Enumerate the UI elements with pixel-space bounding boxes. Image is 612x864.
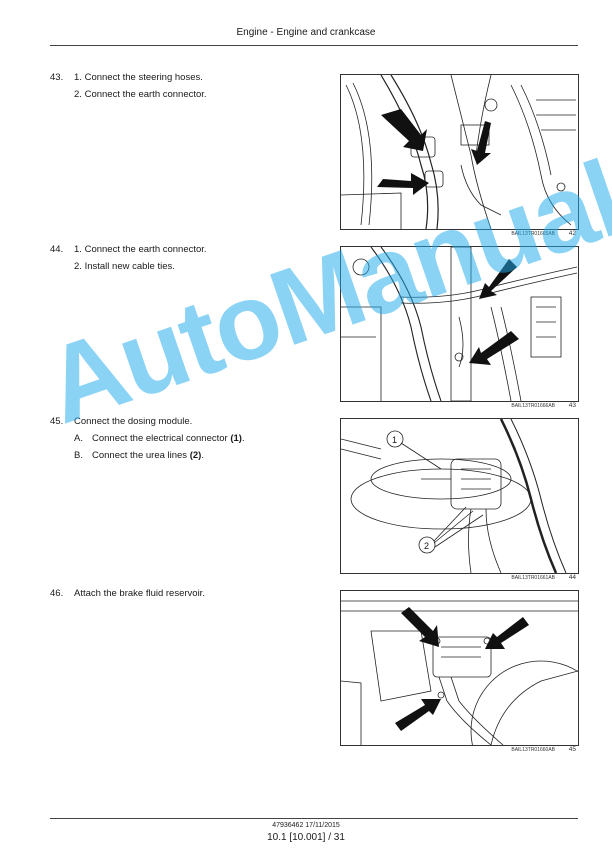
figure-45-illustration bbox=[340, 590, 579, 746]
step-44: 44. 1. Connect the earth connector. 2. In… bbox=[50, 241, 207, 275]
figure-number: 45 bbox=[568, 746, 576, 753]
sub-text: Connect the urea lines bbox=[92, 450, 190, 461]
header-rule bbox=[50, 45, 578, 46]
figure-number: 42 bbox=[568, 230, 576, 237]
callout-circle bbox=[386, 430, 404, 448]
figure-43-illustration bbox=[340, 246, 579, 402]
sub-text: Install new cable ties. bbox=[84, 261, 175, 272]
step-number: 44. bbox=[50, 244, 64, 255]
step-46: 46. Attach the brake fluid reservoir. bbox=[50, 585, 205, 602]
footer-rule bbox=[50, 818, 578, 819]
step-number: 43. bbox=[50, 72, 64, 83]
sub-text: Connect the earth connector. bbox=[84, 89, 207, 100]
sub-text: Connect the steering hoses. bbox=[84, 72, 203, 83]
step-45: 45. Connect the dosing module. A. Connect … bbox=[50, 413, 245, 464]
callout-label-2: 2 bbox=[424, 541, 429, 551]
figure-44-caption: BAIL13TR01661AB 44 bbox=[340, 573, 577, 583]
step-43: 43. 1. Connect the steering hoses. 2. Con… bbox=[50, 69, 207, 103]
figure-code: BAIL13TR01661AB bbox=[511, 575, 555, 581]
sub-marker: 1. bbox=[74, 72, 82, 83]
figure-code: BAIL13TR01665AB bbox=[511, 231, 555, 237]
callout-label-1: 1 bbox=[392, 435, 397, 445]
footer-doc-ref: 47936462 17/11/2015 bbox=[272, 822, 340, 829]
sub-marker: 2. bbox=[74, 261, 82, 272]
sub-marker: 1. bbox=[74, 244, 82, 255]
figure-42-illustration bbox=[340, 74, 579, 230]
callout-circle bbox=[418, 536, 436, 554]
step-number: 46. bbox=[50, 588, 64, 599]
sub-marker: 2. bbox=[74, 89, 82, 100]
figure-code: BAIL13TR01660AB bbox=[511, 747, 555, 753]
sub-text: Connect the earth connector. bbox=[84, 244, 207, 255]
step-number: 45. bbox=[50, 416, 64, 427]
figure-number: 44 bbox=[568, 574, 576, 581]
sub-text: Connect the electrical connector bbox=[92, 433, 231, 444]
callout-ref: (1) bbox=[230, 433, 242, 444]
figure-44-illustration: 1 2 bbox=[340, 418, 579, 574]
sub-marker: B. bbox=[74, 450, 83, 461]
step-intro: Attach the brake fluid reservoir. bbox=[74, 588, 205, 599]
figure-code: BAIL13TR01666AB bbox=[511, 403, 555, 409]
callout-ref: (2) bbox=[189, 450, 202, 461]
page-header-title: Engine - Engine and crankcase bbox=[236, 27, 376, 38]
figure-42-caption: BAIL13TR01665AB 42 bbox=[340, 229, 577, 239]
figure-43-caption: BAIL13TR01666AB 43 bbox=[340, 401, 577, 411]
footer-page-ref: 10.1 [10.001] / 31 bbox=[267, 832, 345, 843]
sub-marker: A. bbox=[74, 433, 83, 444]
figure-45-caption: BAIL13TR01660AB 45 bbox=[340, 745, 577, 755]
figure-number: 43 bbox=[568, 402, 576, 409]
step-intro: Connect the dosing module. bbox=[74, 416, 193, 427]
